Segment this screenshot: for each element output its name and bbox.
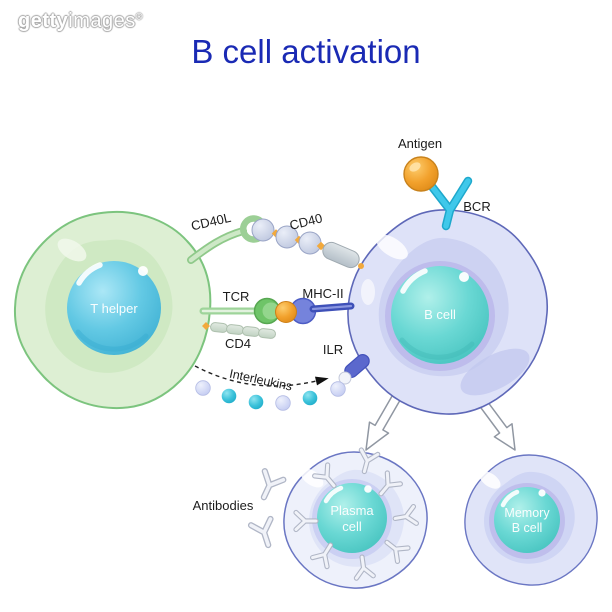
b-cell-highlight-2 xyxy=(361,279,375,305)
t-helper-cell: T helper xyxy=(13,210,212,410)
t-helper-nucleus xyxy=(67,261,161,355)
nucleus-shade xyxy=(399,337,475,360)
cd40l-stalk-core xyxy=(188,228,246,263)
memory-b-cell: Memory B cell xyxy=(464,454,598,586)
ilr-label: ILR xyxy=(323,342,343,357)
b-cell-label: B cell xyxy=(424,307,456,322)
nucleus-shade xyxy=(75,329,149,352)
interleukin-molecule xyxy=(302,390,318,406)
memory-cell-label-line1: Memory xyxy=(504,506,550,520)
watermark-brand-bold: getty xyxy=(18,10,69,32)
secreted-antibodies: Antibodies xyxy=(193,471,284,548)
t-helper-highlight xyxy=(57,238,87,262)
antigen-bcr-complex: Antigen BCR xyxy=(398,136,491,231)
page-title: B cell activation xyxy=(191,33,421,70)
interleukins-label: Interleukins xyxy=(228,367,293,394)
nucleus-shine xyxy=(323,485,344,504)
plasma-cell-label-line2: cell xyxy=(342,519,362,534)
peptide-particle xyxy=(275,301,297,323)
antigen-particle xyxy=(403,156,439,192)
cd4-link xyxy=(202,322,210,330)
cd40-anchor xyxy=(358,263,364,269)
interleukin-molecule xyxy=(195,380,211,396)
cd4-segment xyxy=(210,322,228,333)
interleukin-molecule xyxy=(330,381,346,397)
interleukin-arrowhead xyxy=(315,376,329,386)
mhc2-rod-core xyxy=(311,304,353,311)
cd40-sphere xyxy=(251,218,275,242)
bcr-label: BCR xyxy=(463,199,490,214)
nucleus-shine-dot xyxy=(538,489,546,497)
b-cell-shade xyxy=(460,348,530,396)
watermark-brand-regular: images xyxy=(68,10,136,32)
plasma-cell-label-line1: Plasma xyxy=(330,503,374,518)
interleukin-molecule xyxy=(221,388,237,404)
nucleus-shine xyxy=(500,489,520,508)
memory-nucleus xyxy=(494,487,560,553)
cd4-segment xyxy=(226,324,244,335)
cd40-sphere xyxy=(298,231,322,255)
nucleus-shine-dot xyxy=(459,272,469,282)
nucleus-shine-dot xyxy=(364,485,372,493)
cd4-label: CD4 xyxy=(225,336,251,351)
plasma-highlight xyxy=(300,468,324,488)
bcr-receptor-core xyxy=(427,178,471,229)
interleukin-molecule xyxy=(248,394,264,410)
b-cell-nucleus xyxy=(391,266,489,364)
ilr-bound-molecule xyxy=(338,371,352,385)
antigen-shine xyxy=(409,162,421,172)
plasma-nucleus xyxy=(317,483,387,553)
cd40-stem-capsule xyxy=(322,241,360,269)
b-cell: B cell xyxy=(347,209,548,415)
antibody-icon xyxy=(255,471,284,501)
t-helper-label: T helper xyxy=(90,301,138,316)
interleukin-molecule xyxy=(275,395,291,411)
cd40-label: CD40 xyxy=(288,210,324,233)
nucleus-shine xyxy=(400,268,428,294)
antibodies-label: Antibodies xyxy=(193,498,254,513)
cd4-receptor: CD4 xyxy=(202,322,276,351)
tcr-head-inner xyxy=(262,302,280,320)
mhc2-label: MHC-II xyxy=(302,286,343,301)
cd40l-cup xyxy=(239,215,264,243)
plasma-cell: Plasma cell xyxy=(283,450,428,589)
nucleus-shine xyxy=(76,262,103,286)
interleukin-signaling: Interleukins ILR xyxy=(194,342,370,411)
nucleus-shine-dot xyxy=(138,266,148,276)
tcr-label: TCR xyxy=(223,289,250,304)
antibody-icon xyxy=(251,519,278,548)
cd40l-cd40-interaction: CD40L CD40 xyxy=(187,210,364,269)
memory-cell-label-line2: B cell xyxy=(512,521,543,535)
cd4-segment xyxy=(258,328,276,339)
antigen-label: Antigen xyxy=(398,136,442,151)
interleukin-arrow xyxy=(194,365,317,387)
b-cell-highlight xyxy=(376,234,408,260)
gettyimages-watermark: gettyimages® xyxy=(18,10,143,33)
memory-highlight xyxy=(479,471,501,489)
cd40l-label: CD40L xyxy=(190,210,233,234)
tcr-mhc2-interaction: TCR MHC-II xyxy=(199,286,355,325)
registered-trademark-icon: ® xyxy=(135,11,143,22)
